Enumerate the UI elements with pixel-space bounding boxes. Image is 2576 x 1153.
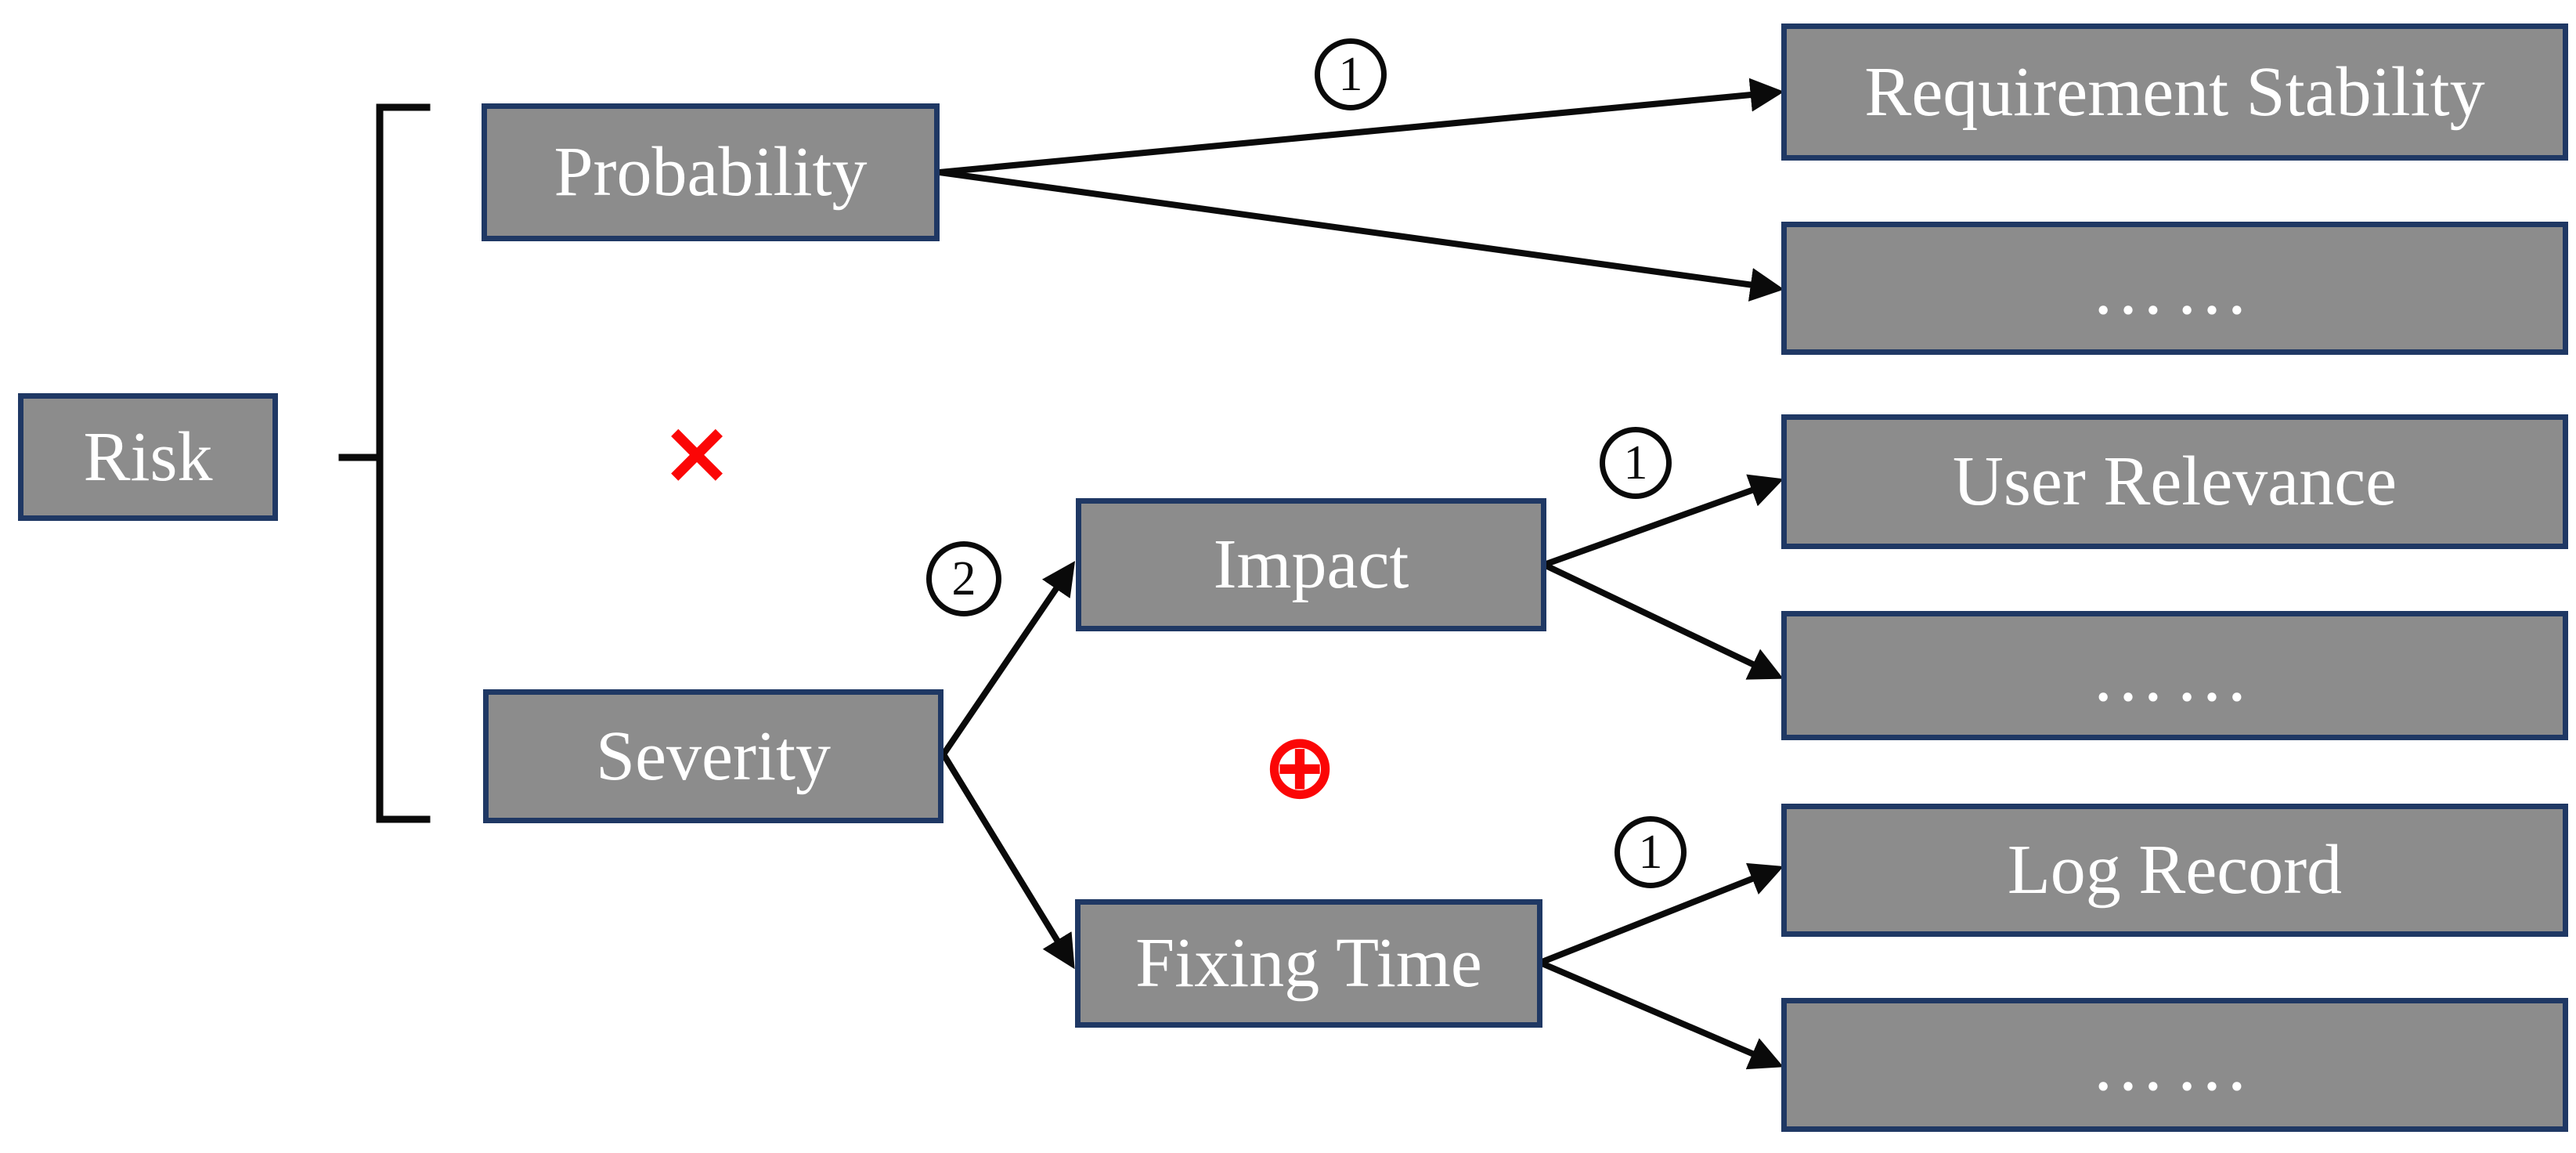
fixing-time-more-node: ……: [1781, 998, 2568, 1132]
fixing-time-label: Fixing Time: [1135, 924, 1482, 1002]
circled-plus-operator-icon: ⊕: [1247, 713, 1353, 821]
probability-more-node: ……: [1781, 222, 2568, 355]
arrow-fixing-time-to-log-record: [1537, 862, 1784, 966]
weight-probability-value: 1: [1338, 48, 1363, 101]
fixing-time-node: Fixing Time: [1075, 899, 1542, 1028]
risk-label: Risk: [83, 417, 213, 496]
arrow-fixing-time-to-more: [1537, 960, 1784, 1070]
weight-badge-probability: 1: [1315, 38, 1387, 110]
arrow-severity-to-fixing-time: [940, 751, 1075, 970]
risk-node: Risk: [18, 393, 278, 521]
risk-bracket: [376, 103, 431, 823]
weight-impact-value: 1: [1623, 436, 1648, 490]
weight-severity-value: 2: [951, 552, 976, 605]
severity-label: Severity: [596, 717, 831, 795]
log-record-node: Log Record: [1781, 804, 2568, 937]
arrow-probability-to-requirement-stability: [936, 78, 1784, 175]
arrow-probability-to-more: [936, 169, 1784, 302]
requirement-stability-label: Requirement Stability: [1864, 52, 2485, 131]
multiply-operator-glyph: ×: [660, 402, 734, 504]
multiply-operator-icon: ×: [648, 403, 745, 503]
probability-more-label: ……: [2091, 246, 2259, 330]
probability-node: Probability: [482, 103, 940, 241]
arrow-impact-to-user-relevance: [1541, 474, 1784, 568]
arrow-severity-to-impact: [940, 561, 1076, 757]
log-record-label: Log Record: [2007, 831, 2343, 909]
user-relevance-label: User Relevance: [1952, 443, 2397, 520]
weight-badge-fixing-time: 1: [1615, 816, 1687, 888]
impact-more-node: ……: [1781, 611, 2568, 740]
impact-more-label: ……: [2091, 634, 2259, 717]
fixing-time-more-label: ……: [2091, 1023, 2259, 1106]
severity-node: Severity: [483, 689, 943, 823]
arrow-impact-to-more: [1541, 562, 1784, 680]
impact-node: Impact: [1076, 498, 1546, 631]
weight-fixing-time-value: 1: [1638, 826, 1663, 879]
requirement-stability-node: Requirement Stability: [1781, 23, 2568, 161]
circled-plus-operator-glyph: ⊕: [1262, 716, 1338, 818]
probability-label: Probability: [554, 133, 868, 211]
weight-badge-impact: 1: [1600, 427, 1672, 499]
weight-badge-severity: 2: [926, 541, 1001, 616]
impact-label: Impact: [1213, 526, 1409, 603]
user-relevance-node: User Relevance: [1781, 414, 2568, 549]
